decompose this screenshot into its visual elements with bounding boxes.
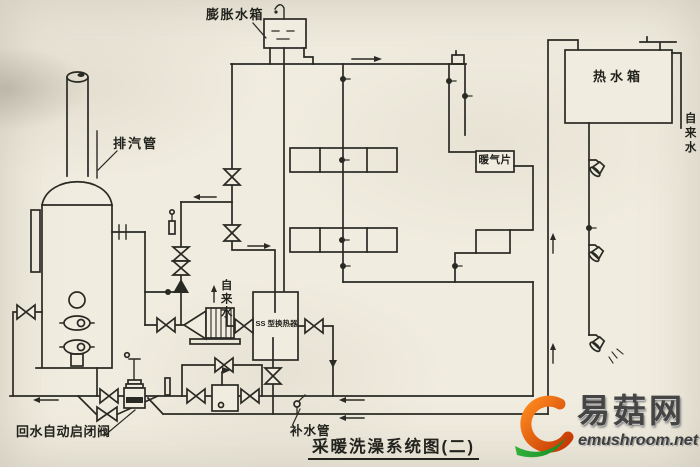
label-exhaust-pipe: 排汽管: [113, 136, 159, 151]
makeup-tap: [293, 394, 306, 415]
pump: [182, 307, 241, 345]
shower-pipe: [586, 122, 624, 364]
diagram-title: 采暖洗澡系统图(二): [308, 438, 479, 461]
leader-exhaust: [97, 150, 118, 171]
riser-valved: [221, 63, 276, 313]
radiator-downpipe: [339, 63, 351, 283]
label-return-auto-valve: 回水自动启闭阀: [16, 424, 111, 439]
sight-glass: [59, 315, 95, 355]
label-radiator: 暖气片: [478, 154, 512, 166]
return-auto-valve-device: [123, 351, 146, 409]
water-meter: [211, 367, 239, 412]
hot-water-tank: [564, 36, 682, 129]
label-heat-exchanger: SS 型换热器: [255, 319, 298, 328]
shower-head: [588, 245, 605, 263]
pump-circuit: [111, 201, 241, 345]
chimney: [66, 71, 89, 177]
leader-makeup: [292, 408, 301, 425]
logo-domain-text: emushroom.net: [578, 432, 699, 449]
expansion-tank: [263, 4, 314, 293]
leader-expansion: [252, 22, 267, 39]
return-piping: [9, 281, 534, 423]
radiator-right-branch: [446, 63, 534, 283]
radiator-row-2: [289, 227, 398, 253]
shower-head: [589, 335, 606, 353]
label-tap-water-right: 自来水: [683, 112, 696, 156]
label-hot-water-tank: 热水箱: [592, 69, 644, 84]
makeup-line: [146, 394, 549, 416]
label-makeup-pipe: 补水管: [290, 424, 331, 438]
radiator-label-box: [475, 150, 515, 173]
logo-mark: [515, 395, 574, 458]
heat-exchanger-box: [226, 291, 334, 415]
logo-text: 易菇网: [577, 392, 685, 429]
shower-head: [589, 160, 606, 178]
air-vent-fitting: [451, 50, 465, 65]
flow-arrows: [33, 56, 556, 421]
water-meter-section: [164, 356, 263, 412]
boiler: [30, 71, 113, 369]
label-tap-water-middle: 自来水: [219, 279, 232, 320]
radiator-row-1: [289, 147, 398, 173]
label-expansion-tank: 膨胀水箱: [206, 7, 265, 22]
leader-return-valve: [103, 409, 136, 437]
